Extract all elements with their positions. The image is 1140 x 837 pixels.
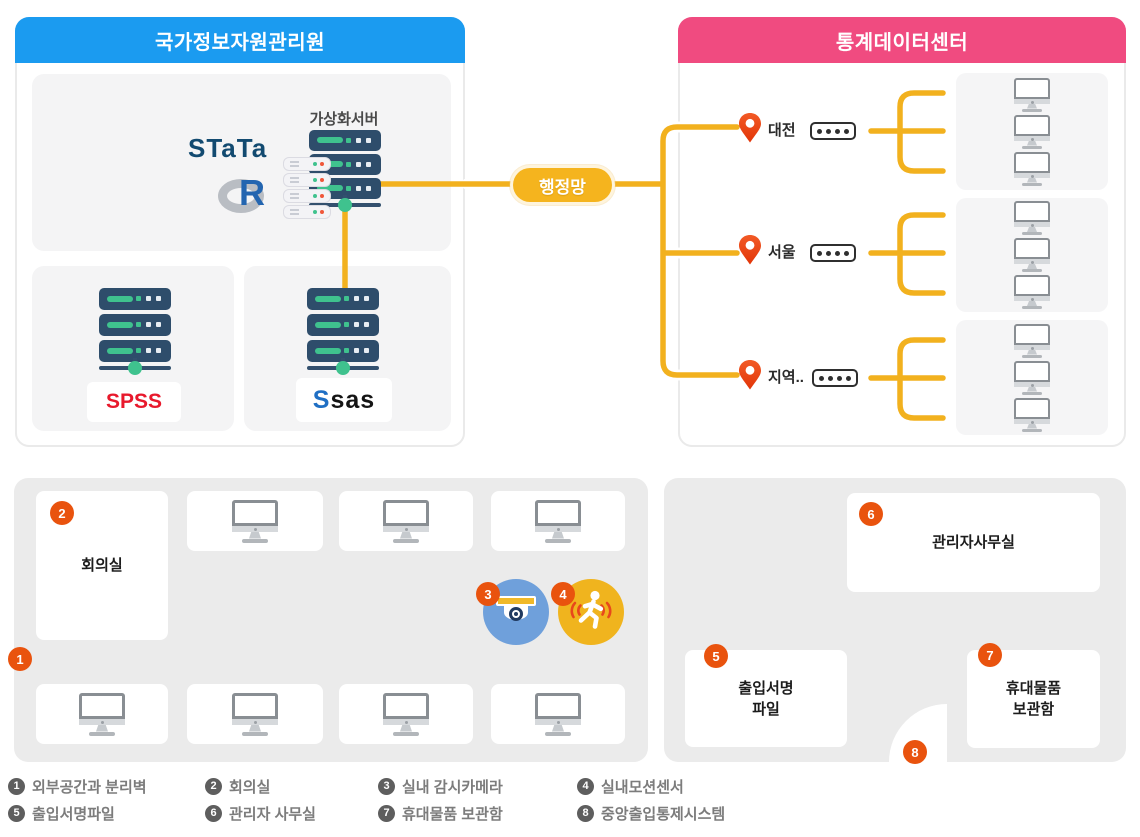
computer-icon	[383, 499, 429, 543]
legend-item: 2 회의실	[205, 775, 270, 797]
computer-icon	[1014, 360, 1050, 395]
meeting-room-label: 회의실	[81, 557, 123, 574]
legend-number: 3	[378, 777, 395, 795]
computer-icon	[1014, 201, 1050, 235]
terminal-group-regional	[956, 320, 1108, 435]
camera-lens	[509, 607, 523, 621]
sign-file-label-line1: 출입서명	[738, 679, 794, 697]
keypad-icon	[810, 122, 856, 140]
legend-item: 3 실내 감시카메라	[378, 775, 503, 797]
admin-office-label: 관리자사무실	[932, 534, 1015, 551]
right-panel-title: 통계데이터센터	[835, 31, 969, 54]
camera-visor	[496, 596, 536, 606]
computer-icon	[79, 692, 125, 736]
legend-label: 외부공간과 분리벽	[32, 778, 147, 796]
legend-number: 2	[205, 777, 222, 795]
virtual-server-label: 가상화서버	[309, 111, 379, 128]
workstation-room	[339, 491, 473, 551]
computer-icon	[1014, 77, 1050, 112]
legend-label: 출입서명파일	[32, 805, 115, 823]
location-label: 지역..	[768, 369, 804, 386]
legend-number: 1	[8, 777, 25, 795]
computer-icon	[535, 692, 581, 736]
workstation-room	[339, 684, 473, 744]
legend-item: 5 출입서명파일	[8, 802, 115, 824]
badge-3: 3	[476, 582, 500, 606]
computer-icon	[1014, 238, 1050, 272]
computer-icon	[1014, 114, 1050, 149]
badge-4: 4	[551, 582, 575, 606]
legend-label: 중앙출입통제시스템	[601, 805, 726, 823]
legend-number: 7	[378, 804, 395, 822]
motion-sensor-icon	[558, 579, 624, 645]
legend-label: 실내모션센서	[601, 778, 684, 796]
legend-item: 4 실내모션센서	[577, 775, 684, 797]
computer-icon	[383, 692, 429, 736]
legend-item: 1 외부공간과 분리벽	[8, 775, 147, 797]
legend-label: 회의실	[229, 778, 271, 796]
badge-6: 6	[859, 502, 883, 526]
storage-label-line2: 보관함	[1012, 701, 1055, 718]
computer-icon	[1014, 275, 1050, 309]
legend-item: 8 중앙출입통제시스템	[577, 802, 725, 824]
admin-network-label: 행정망	[539, 177, 586, 197]
legend-number: 8	[577, 804, 594, 822]
right-panel-header: 통계데이터센터	[678, 17, 1126, 63]
map-pin-icon	[739, 360, 761, 390]
legend-label: 휴대물품 보관함	[402, 805, 503, 823]
left-panel-title: 국가정보자원관리원	[154, 31, 326, 54]
computer-icon	[1014, 151, 1050, 186]
admin-network-pill: 행정망	[510, 165, 615, 205]
sas-server-icon	[307, 288, 379, 375]
legend-item: 6 관리자 사무실	[205, 802, 316, 824]
terminal-group-seoul	[956, 198, 1108, 312]
spss-logo: SPSS	[87, 382, 181, 422]
splitter-line	[868, 212, 946, 296]
admin-office-room: 관리자사무실	[847, 493, 1100, 592]
computer-icon	[232, 692, 278, 736]
map-pin-icon	[739, 113, 761, 143]
computer-icon	[1014, 397, 1050, 432]
keypad-icon	[810, 244, 856, 262]
sign-file-label-line2: 파일	[752, 700, 780, 718]
location-label: 대전	[768, 122, 796, 139]
sas-logo: S sas	[296, 378, 392, 422]
workstation-room	[187, 491, 323, 551]
badge-5: 5	[704, 644, 728, 668]
storage-label-line1: 휴대물품	[1005, 680, 1062, 697]
workstation-room	[491, 491, 625, 551]
computer-icon	[232, 499, 278, 543]
computer-icon	[535, 499, 581, 543]
location-label: 서울	[768, 244, 796, 261]
splitter-line	[868, 337, 946, 421]
legend-number: 6	[205, 804, 222, 822]
workstation-room	[36, 684, 168, 744]
left-panel-header: 국가정보자원관리원	[15, 17, 465, 63]
legend-number: 5	[8, 804, 25, 822]
legend-label: 실내 감시카메라	[402, 778, 503, 796]
terminal-group-daejeon	[956, 73, 1108, 190]
r-logo-ring	[218, 179, 264, 213]
workstation-room	[491, 684, 625, 744]
sas-swirl-icon: S	[312, 385, 330, 414]
legend-label: 관리자 사무실	[229, 805, 316, 823]
stata-logo: STaTa	[188, 133, 268, 163]
database-icon	[283, 157, 331, 221]
spss-server-icon	[99, 288, 171, 375]
splitter-line	[868, 90, 946, 174]
legend-item: 7 휴대물품 보관함	[378, 802, 503, 824]
map-pin-icon	[739, 235, 761, 265]
meeting-room: 회의실	[36, 491, 168, 640]
legend-number: 4	[577, 777, 594, 795]
workstation-room	[187, 684, 323, 744]
keypad-icon	[812, 369, 858, 387]
badge-1: 1	[8, 647, 32, 671]
computer-icon	[1014, 323, 1050, 358]
badge-8: 8	[903, 740, 927, 764]
r-logo: R	[239, 172, 265, 213]
badge-2: 2	[50, 501, 74, 525]
badge-7: 7	[978, 643, 1002, 667]
